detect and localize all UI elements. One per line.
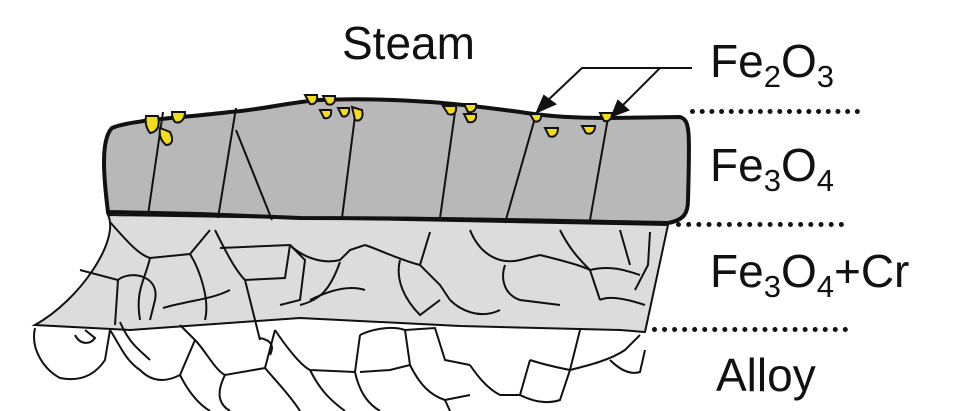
alloy-grains [33, 321, 646, 411]
steam-label: Steam [342, 17, 475, 69]
fe3o4cr-o: O [780, 245, 817, 297]
fe2o3-sub-fe: 2 [763, 59, 781, 94]
fe3o4-label: Fe3O4 [710, 139, 834, 196]
fe2o3-label: Fe2O3 [710, 35, 834, 92]
fe2o3-particles [144, 94, 614, 147]
divider-fe3o4cr-alloy [652, 327, 848, 332]
fe3o4cr-suffix: +Cr [833, 245, 910, 297]
inner-layer-fe3o4-cr [31, 213, 670, 334]
divider-fe2o3-fe3o4 [690, 109, 860, 114]
alloy-label: Alloy [716, 349, 816, 401]
fe3o4cr-sub-o: 4 [816, 269, 834, 304]
fe3o4-sub-o: 4 [816, 163, 834, 198]
inner-grain-boundaries [79, 221, 651, 341]
fe2o3-sub-o: 3 [816, 59, 834, 94]
fe3o4-fe: Fe [710, 139, 764, 191]
fe3o4-cr-label: Fe3O4+Cr [710, 245, 910, 302]
fe3o4cr-fe: Fe [710, 245, 764, 297]
fe2o3-pointer-arrows [535, 67, 692, 118]
fe2o3-fe: Fe [710, 35, 764, 87]
divider-fe3o4-fe3o4cr [676, 222, 844, 227]
fe3o4-sub-fe: 3 [763, 163, 781, 198]
fe3o4-o: O [780, 139, 817, 191]
fe3o4cr-sub-fe: 3 [763, 269, 781, 304]
fe2o3-o: O [780, 35, 817, 87]
